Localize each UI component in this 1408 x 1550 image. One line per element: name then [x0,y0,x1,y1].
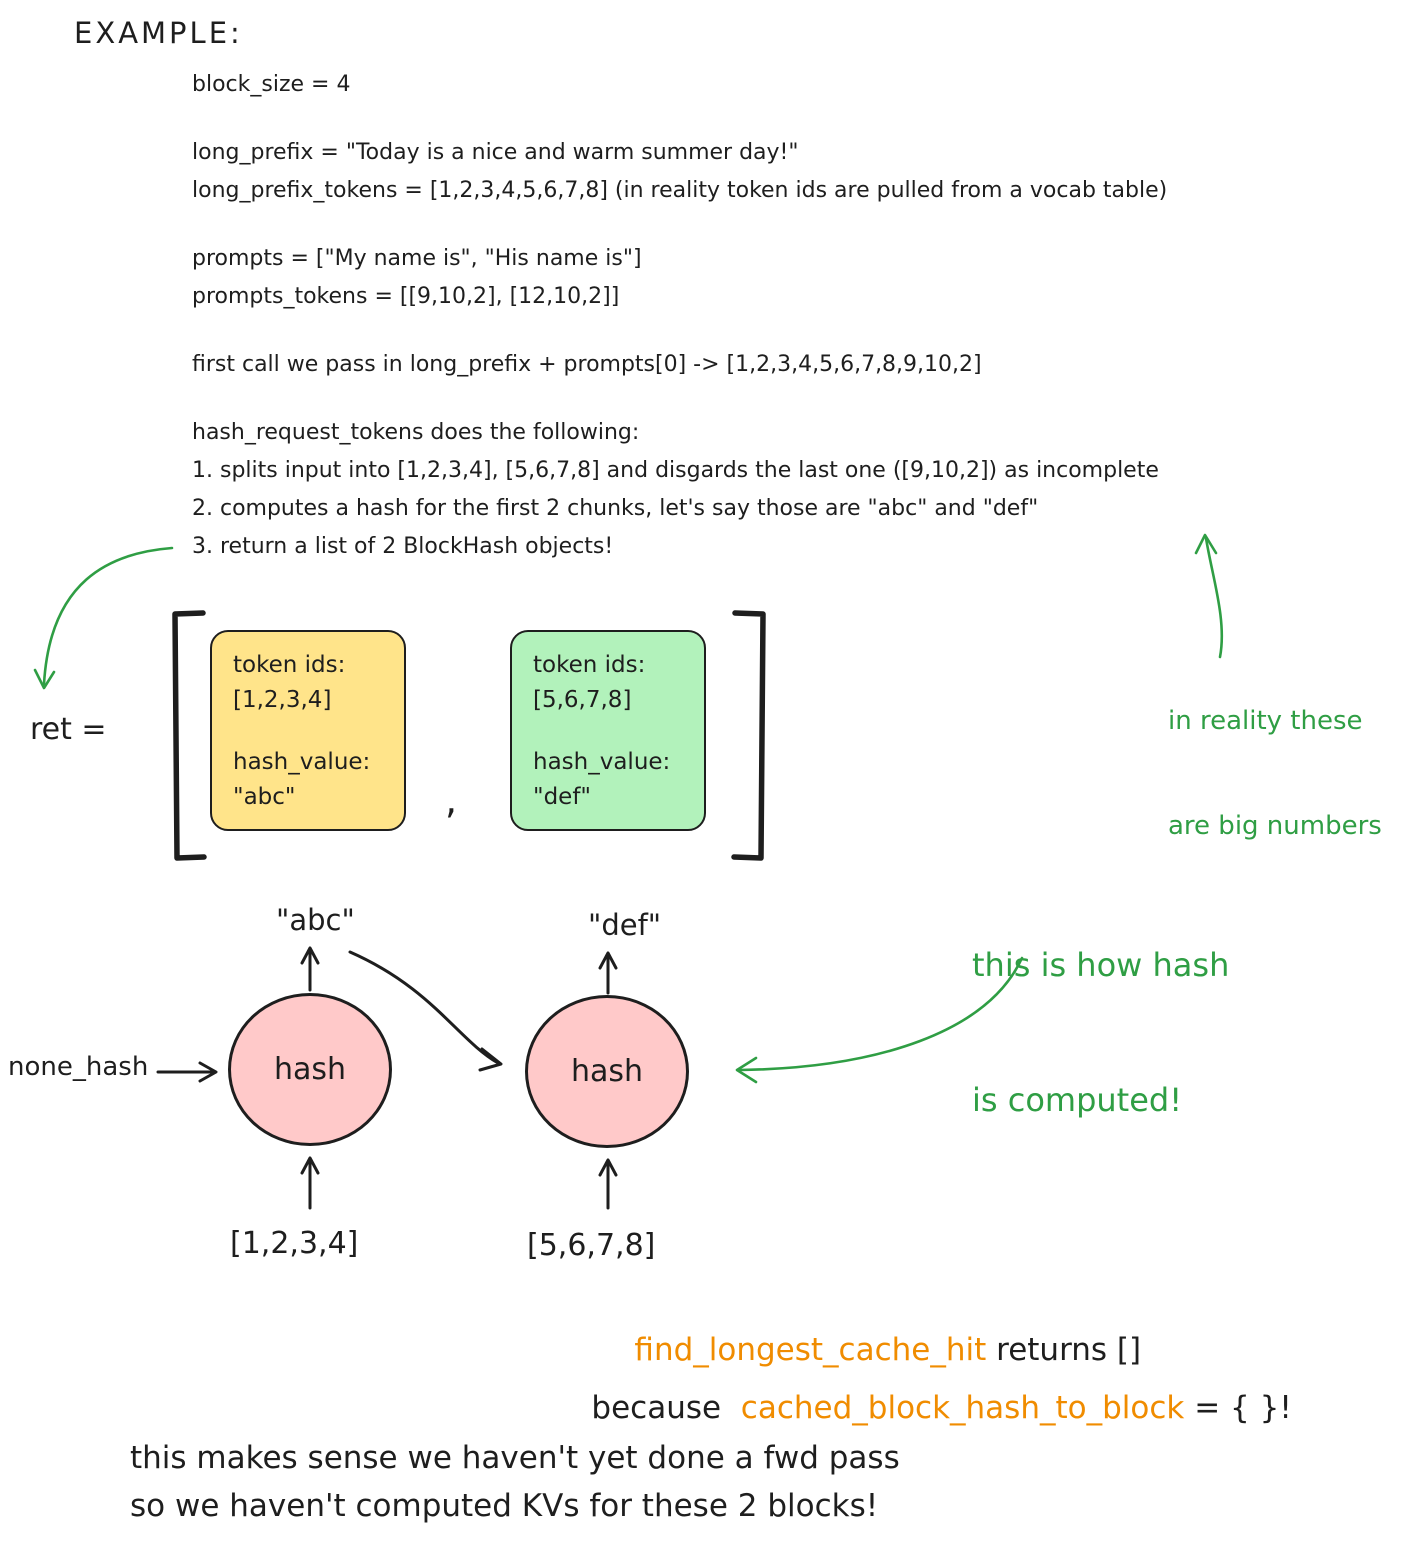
hash-node-1-label: hash [273,1052,347,1087]
code-line-step3: 3. return a list of 2 BlockHash objects! [192,534,614,559]
hash-output-label-2: "def" [588,908,662,942]
arrow-hash2-output-head [598,951,618,970]
note-big-numbers-line2: are big numbers [1168,811,1382,841]
hash-node-1: hash [228,993,392,1146]
cache-dict-because: because [591,1390,741,1426]
example-title: EXAMPLE: [74,16,243,50]
cache-hit-returns: returns [] [986,1332,1142,1368]
cache-hit-fn-name: find_longest_cache_hit [634,1332,987,1368]
note-how-hash-line1: this is how hash [972,946,1230,984]
cache-dict-equals: = { }! [1184,1390,1292,1426]
code-line-long-prefix: long_prefix = "Today is a nice and warm … [192,140,799,165]
arrow-nonehash-to-hash1-head [198,1061,218,1083]
token-ids-value-2: [5,6,7,8] [533,687,632,713]
note-big-numbers-line1: in reality these [1168,706,1363,736]
hash-value-1: "abc" [233,784,296,810]
none-hash-label: none_hash [8,1052,149,1082]
footer-note-line2: so we haven't computed KVs for these 2 b… [130,1488,879,1524]
hash-node-2-label: hash [570,1054,644,1089]
hash-value-label-2: hash_value: [533,749,671,775]
arrow-step3-to-ret-head [33,668,56,690]
code-line-prompts-tokens: prompts_tokens = [[9,10,2], [12,10,2]] [192,284,620,309]
hash-input-label-2: [5,6,7,8] [527,1228,656,1263]
note-how-hash-line2: is computed! [972,1081,1183,1119]
arrow-to-hash-strings-head [1194,533,1218,555]
code-line-step2: 2. computes a hash for the first 2 chunk… [192,496,1039,521]
note-how-hash: this is how hash is computed! [972,853,1229,1213]
arrow-hash1-to-hash2-head [478,1047,503,1072]
token-ids-value-1: [1,2,3,4] [233,687,332,713]
cache-hit-line: find_longest_cache_hit returns [] [595,1296,1141,1404]
arrow-hash1-output-head [300,946,320,965]
arrow-tokens2-to-hash2-head [598,1158,618,1177]
cache-dict-name: cached_block_hash_to_block [740,1390,1185,1426]
arrow-tokens1-to-hash1-head [300,1156,320,1175]
hash-value-2: "def" [533,784,592,810]
arrow-note-to-hash2-head [735,1056,758,1084]
blockhash-card-1: token ids: [1,2,3,4] hash_value: "abc" [210,630,406,831]
code-line-hash-request: hash_request_tokens does the following: [192,420,640,445]
cache-dict-line: because cached_block_hash_to_block = { }… [552,1354,1292,1462]
hash-node-2: hash [525,995,689,1148]
token-ids-label-2: token ids: [533,652,646,678]
code-line-first-call: first call we pass in long_prefix + prom… [192,352,982,377]
token-ids-label-1: token ids: [233,652,346,678]
code-block: block_size = 4 long_prefix = "Today is a… [192,66,1167,566]
code-line-prompts: prompts = ["My name is", "His name is"] [192,246,642,271]
ret-label: ret = [30,712,107,747]
blockhash-card-2: token ids: [5,6,7,8] hash_value: "def" [510,630,706,831]
note-big-numbers: in reality these are big numbers [1168,634,1382,914]
card-separator-comma: , [445,778,458,822]
ret-close-bracket [731,610,766,861]
hash-output-label-1: "abc" [276,903,355,937]
footer-note-line1: this makes sense we haven't yet done a f… [130,1440,900,1476]
code-line-step1: 1. splits input into [1,2,3,4], [5,6,7,8… [192,458,1159,483]
hash-input-label-1: [1,2,3,4] [230,1226,359,1261]
hash-value-label-1: hash_value: [233,749,371,775]
arrow-step3-to-ret [42,546,174,686]
code-line-block-size: block_size = 4 [192,72,351,97]
ret-open-bracket [172,610,207,861]
code-line-long-prefix-tokens: long_prefix_tokens = [1,2,3,4,5,6,7,8] (… [192,178,1168,203]
